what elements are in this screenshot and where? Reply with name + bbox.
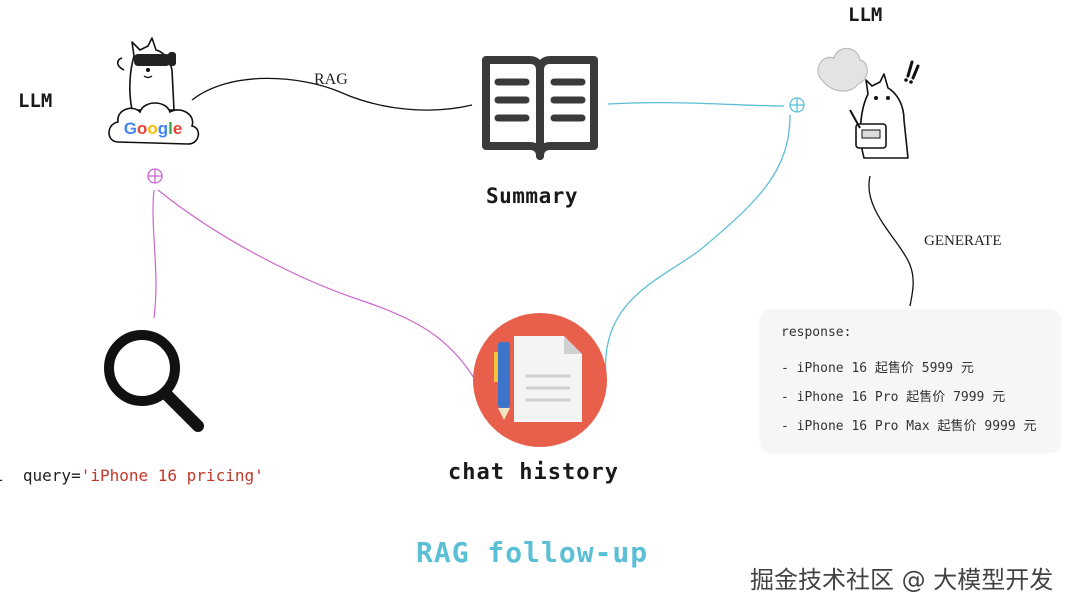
cyan-edge-chat: [605, 114, 791, 376]
merge-symbol-right: [789, 97, 805, 113]
llm-right-label: LLM: [848, 4, 883, 26]
response-panel: response: - iPhone 16 起售价 5999 元 - iPhon…: [761, 309, 1060, 451]
response-unit: 元: [960, 361, 974, 376]
response-model: - iPhone 16: [781, 361, 875, 376]
query-prefix: l query=: [0, 466, 81, 485]
response-unit: 元: [1023, 419, 1037, 434]
rag-edge: [191, 77, 473, 111]
response-item: - iPhone 16 起售价 5999 元: [781, 357, 974, 376]
chat-history-label: chat history: [448, 460, 619, 485]
response-price-label: 起售价: [906, 390, 946, 405]
summary-label: Summary: [486, 184, 579, 208]
response-price-label: 起售价: [874, 361, 914, 376]
response-price-label: 起售价: [937, 419, 977, 434]
pink-edge-down: [152, 189, 157, 319]
watermark: 掘金技术社区 @ 大模型开发: [750, 566, 1054, 594]
cyan-edge-summary: [607, 101, 785, 107]
pink-edge-to-chat: [157, 189, 475, 379]
diagram-title: RAG follow-up: [416, 536, 649, 569]
query-code: l query='iPhone 16 pricing': [0, 466, 264, 485]
rag-edge-label: RAG: [314, 71, 348, 88]
response-unit: 元: [992, 390, 1006, 405]
response-item: - iPhone 16 Pro Max 起售价 9999 元: [781, 415, 1037, 434]
chat-document-icon: [473, 313, 607, 447]
query-value: 'iPhone 16 pricing': [80, 466, 264, 485]
generate-edge-label: GENERATE: [924, 233, 1002, 249]
response-item: - iPhone 16 Pro 起售价 7999 元: [781, 386, 1005, 405]
magnifier-icon: [104, 330, 204, 432]
response-model: - iPhone 16 Pro: [781, 390, 907, 405]
book-icon: [482, 56, 598, 160]
llama-robot-icon: [817, 47, 920, 159]
google-logo-text: Google: [124, 119, 183, 138]
response-price: 5999: [913, 361, 961, 376]
response-price: 7999: [945, 390, 993, 405]
llm-left-label: LLM: [18, 90, 53, 112]
response-title: response:: [781, 325, 852, 340]
merge-symbol-left: [147, 168, 163, 184]
response-model: - iPhone 16 Pro Max: [781, 419, 938, 434]
response-price: 9999: [976, 419, 1024, 434]
generate-edge: [868, 175, 914, 307]
llama-google-icon: Google: [108, 37, 200, 145]
